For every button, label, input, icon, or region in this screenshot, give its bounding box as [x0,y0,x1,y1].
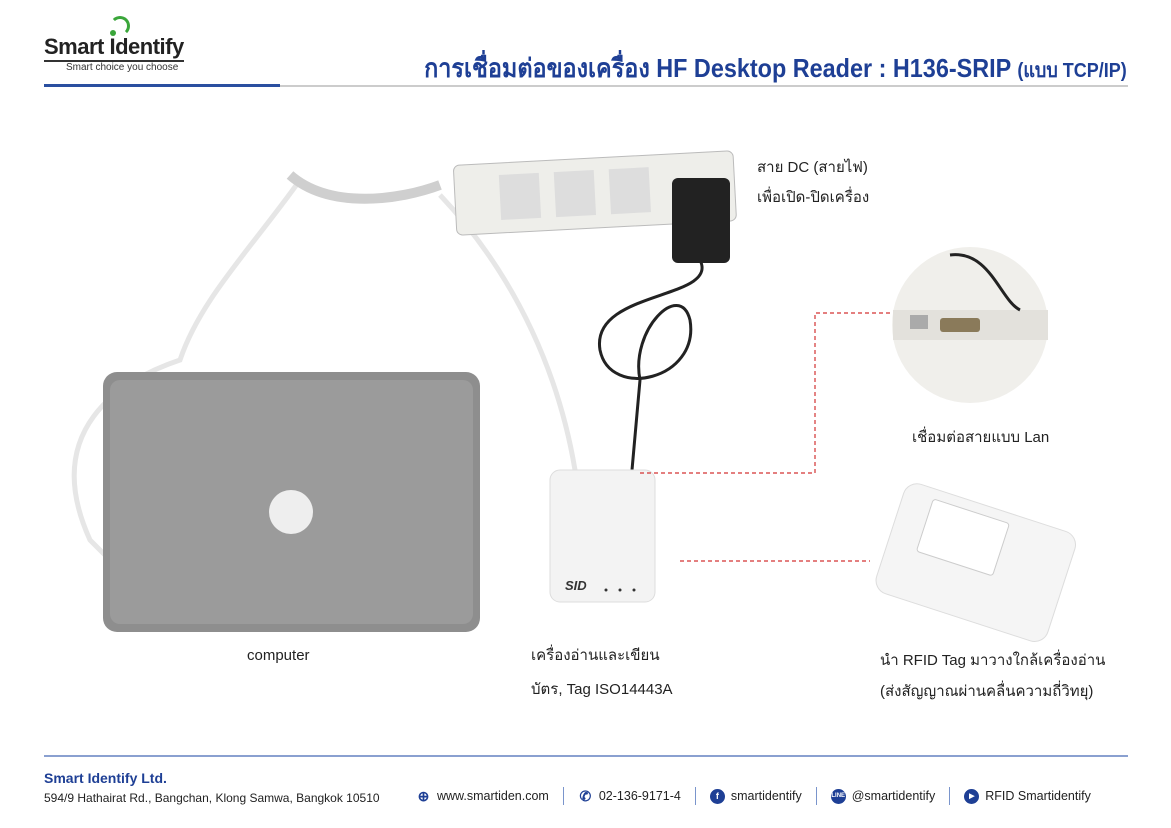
logo-wifi-icon [110,16,130,36]
dc-adapter [672,178,730,263]
youtube-text: RFID Smartidentify [985,789,1091,803]
title-suffix: (แบบ TCP/IP) [1017,60,1127,82]
header-accent [44,84,280,87]
phone-text: 02-136-9171-4 [598,789,681,803]
youtube-icon: ▶ [964,788,980,804]
page-title: การเชื่อมต่อของเครื่อง HF Desktop Reader… [424,48,1127,89]
contact-line[interactable]: LINE @smartidentify [830,788,936,804]
svg-text:SID: SID [565,578,587,593]
separator [694,787,696,805]
dc-label-line1: สาย DC (สายไฟ) [757,159,868,176]
contact-website[interactable]: ⊕ www.smartiden.com [416,787,549,804]
power-cord [286,171,442,204]
separator [562,787,564,805]
dc-cable [598,259,704,471]
logo-wifi-dot [110,30,116,36]
reader-device [549,469,656,603]
facebook-icon: f [709,788,725,804]
tag-label-line1: นำ RFID Tag มาวางใกล้เครื่องอ่าน [880,652,1106,669]
dc-label-line2: เพื่อเปิด-ปิดเครื่อง [757,189,870,206]
title-main: การเชื่อมต่อของเครื่อง HF Desktop Reader… [424,53,1012,83]
website-text: www.smartiden.com [437,789,549,803]
lan-cable [71,178,303,557]
separator [949,787,951,805]
reader-with-tag [875,483,1076,642]
header-divider [44,85,1128,87]
computer-label: computer [247,647,310,664]
power-strip [453,150,737,236]
facebook-text: smartidentify [730,789,802,803]
phone-icon: ✆ [579,787,592,804]
footer-divider [44,755,1128,757]
globe-icon: ⊕ [417,787,430,804]
contact-phone[interactable]: ✆ 02-136-9171-4 [578,787,681,804]
company-address: 594/9 Hathairat Rd., Bangchan, Klong Sam… [44,791,380,805]
reader-label-line2: บัตร, Tag ISO14443A [531,681,673,698]
reader-label-line1: เครื่องอ่านและเขียน [531,647,660,664]
lan-pointer-line [640,312,890,474]
logo-name: Smart Identify [44,34,184,62]
hp-logo [269,490,313,534]
tag-label-line2: (ส่งสัญญาณผ่านคลื่นความถี่วิทยุ) [880,683,1094,700]
logo-tagline: Smart choice you choose [66,62,179,73]
lan-label: เชื่อมต่อสายแบบ Lan [912,429,1050,446]
line-icon: LINE [830,788,846,804]
line-text: @smartidentify [851,789,936,803]
company-name: Smart Identify Ltd. [44,770,167,786]
separator [815,787,817,805]
contact-youtube[interactable]: ▶ RFID Smartidentify [964,788,1091,804]
contact-facebook[interactable]: f smartidentify [709,788,802,804]
